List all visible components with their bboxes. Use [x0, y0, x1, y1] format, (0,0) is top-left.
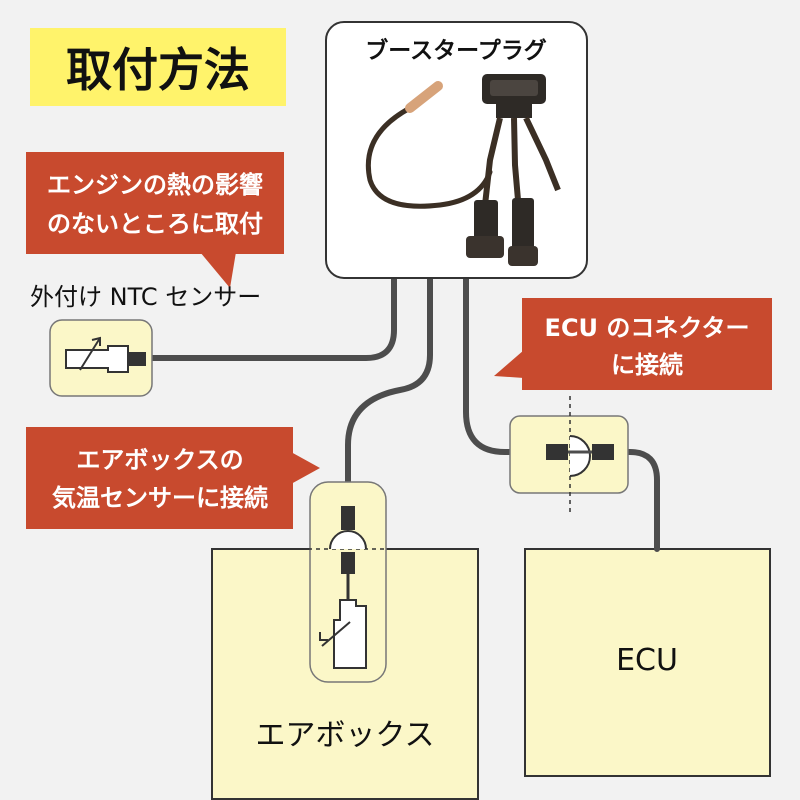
product-label: ブースタープラグ [365, 37, 546, 64]
ntc-sensor-group [49, 319, 153, 397]
callout-ecu-connector: ECU のコネクター に接続 [494, 298, 772, 390]
airbox-label: エアボックス [255, 718, 434, 753]
ecu-box [524, 548, 771, 777]
callout-engine-line2: のないところに取付 [47, 210, 263, 238]
ecu-label: ECU [616, 643, 678, 678]
callout-engine-heat: エンジンの熱の影響 のないところに取付 [26, 152, 284, 288]
wire-to-ecu-input [463, 275, 548, 455]
wire-to-airbox [345, 275, 433, 593]
airbox-sensor-assembly [300, 481, 400, 683]
callout-airbox-sensor: エアボックスの 気温センサーに接続 [26, 427, 320, 529]
ecu-connector-junction [509, 396, 629, 515]
callout-airbox-line1: エアボックスの [76, 446, 243, 474]
callout-ecu-line2: に接続 [611, 351, 683, 379]
booster-plug-illustration [365, 74, 561, 266]
page-title: 取付方法 [66, 43, 250, 97]
thermistor-symbol [321, 621, 351, 647]
callout-engine-line1: エンジンの熱の影響 [47, 171, 263, 199]
wire-to-ecu-box [597, 449, 660, 552]
title-highlight [30, 28, 286, 106]
wire-to-sensor [143, 275, 397, 361]
callout-ecu-line1: ECU のコネクター [545, 314, 750, 342]
thermistor-symbol [79, 337, 101, 371]
wires [143, 275, 660, 593]
callout-airbox-line2: 気温センサーに接続 [52, 484, 268, 512]
ntc-sensor-label: 外付け NTC センサー [30, 283, 261, 311]
